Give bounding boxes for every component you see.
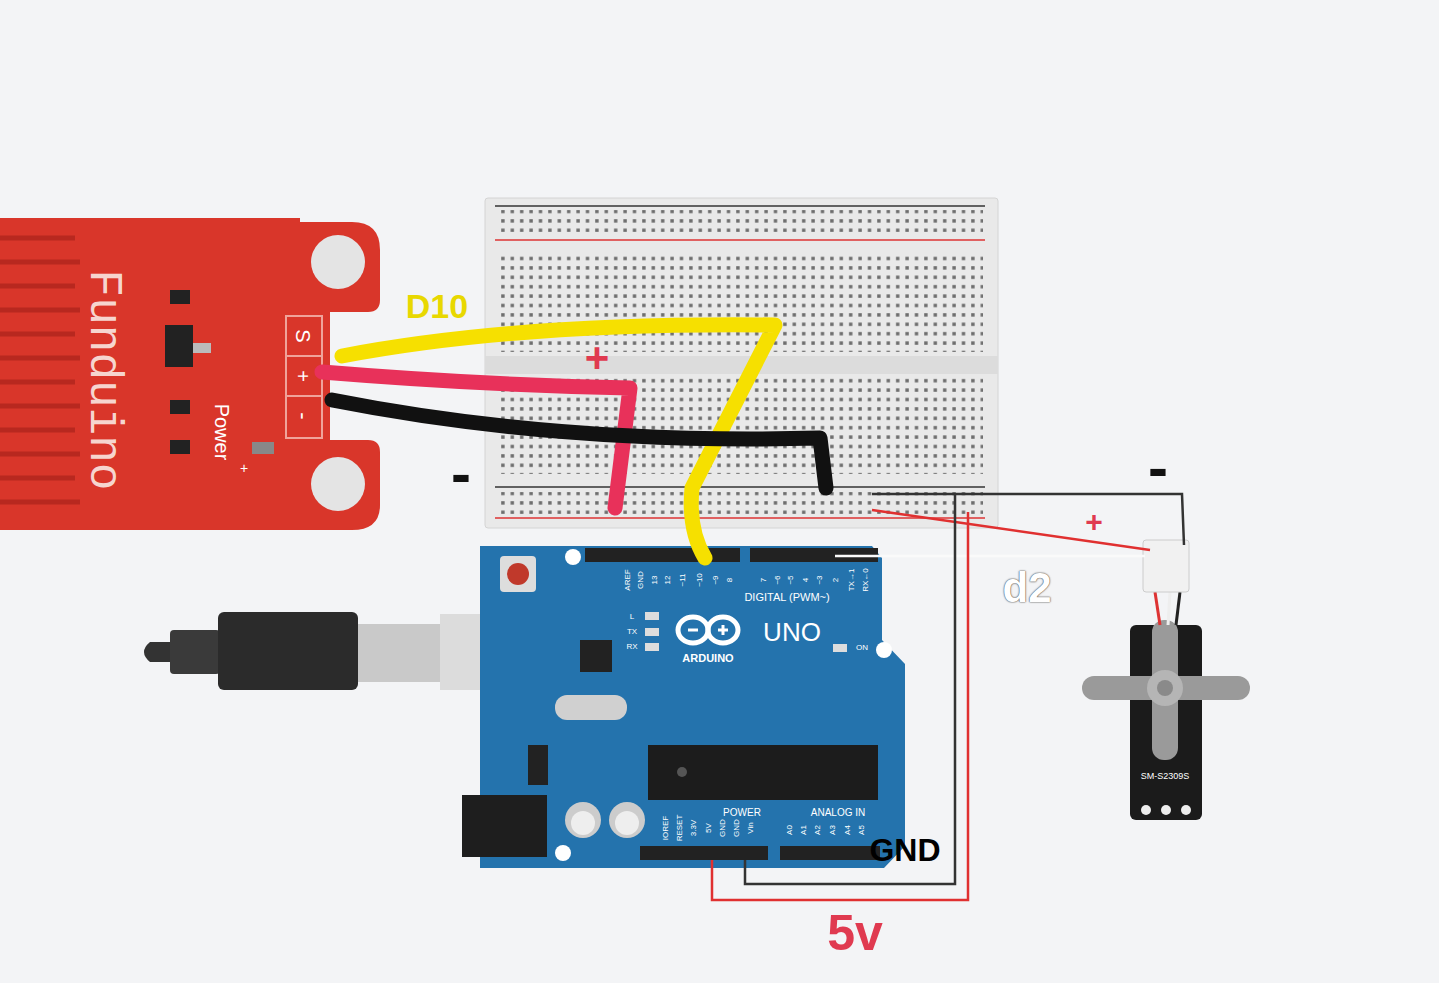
usb-cable <box>144 612 485 690</box>
pin-label: TX→1 <box>848 569 856 592</box>
sensor-wires <box>322 325 826 558</box>
led-label: TX <box>627 628 637 636</box>
pin-label: RESET <box>676 815 684 842</box>
signal-label: d2 <box>1002 567 1051 609</box>
pin-label: GND <box>869 834 940 866</box>
led-label: Power <box>212 404 232 461</box>
led-label: RX <box>626 643 637 651</box>
pin-label: 8 <box>726 578 734 582</box>
arduino-uno <box>462 546 905 868</box>
pin-label: AREF <box>624 569 632 590</box>
servo-motor <box>1082 540 1250 820</box>
pin-label: GND <box>733 819 741 837</box>
polarity-mark: + <box>1085 507 1103 537</box>
polarity-mark: - <box>451 444 471 504</box>
polarity-mark: - <box>1148 438 1168 498</box>
pin-label: S <box>293 329 313 342</box>
pin-label: GND <box>637 571 645 589</box>
pin-label: A2 <box>814 825 822 835</box>
pin-label: ~11 <box>679 574 687 587</box>
board-brand: ARDUINO <box>682 653 733 664</box>
pin-label: Vin <box>747 822 755 833</box>
header-label: POWER <box>723 808 761 818</box>
pin-label: 12 <box>664 576 672 585</box>
voltage-label: 5v <box>827 908 883 958</box>
pin-label: A5 <box>858 825 866 835</box>
pin-label: IOREF <box>662 816 670 840</box>
thin-wires <box>712 494 1184 900</box>
header-label: DIGITAL (PWM~) <box>744 592 829 603</box>
pin-label: ~3 <box>816 575 824 584</box>
pin-label: 7 <box>760 578 768 582</box>
breadboard <box>485 198 998 528</box>
polarity-mark: + <box>240 461 248 475</box>
pin-label: 3.3V <box>690 820 698 836</box>
sensor-brand: Funduino <box>80 270 126 491</box>
led-label: L <box>630 613 634 621</box>
pin-label: 4 <box>802 578 810 582</box>
pin-label: 5V <box>705 823 713 833</box>
board-name: UNO <box>763 619 821 645</box>
pin-label: 13 <box>651 576 659 585</box>
pin-label: - <box>292 412 314 419</box>
pin-label: GND <box>719 819 727 837</box>
pin-label: ~10 <box>696 573 704 587</box>
signal-label: D10 <box>406 289 468 323</box>
header-label: ANALOG IN <box>811 808 865 818</box>
pin-label: + <box>293 370 313 382</box>
part-number: SM-S2309S <box>1141 772 1190 781</box>
pin-label: A0 <box>786 825 794 835</box>
led-label: ON <box>856 644 868 652</box>
pin-label: ~6 <box>774 575 782 584</box>
pin-label: ~9 <box>712 575 720 584</box>
pin-label: ~5 <box>787 575 795 584</box>
pin-label: A1 <box>800 825 808 835</box>
pin-label: A4 <box>844 825 852 835</box>
pin-label: 2 <box>832 578 840 582</box>
pin-label: RX←0 <box>862 568 870 592</box>
pin-label: A3 <box>829 825 837 835</box>
polarity-mark: + <box>585 337 610 379</box>
